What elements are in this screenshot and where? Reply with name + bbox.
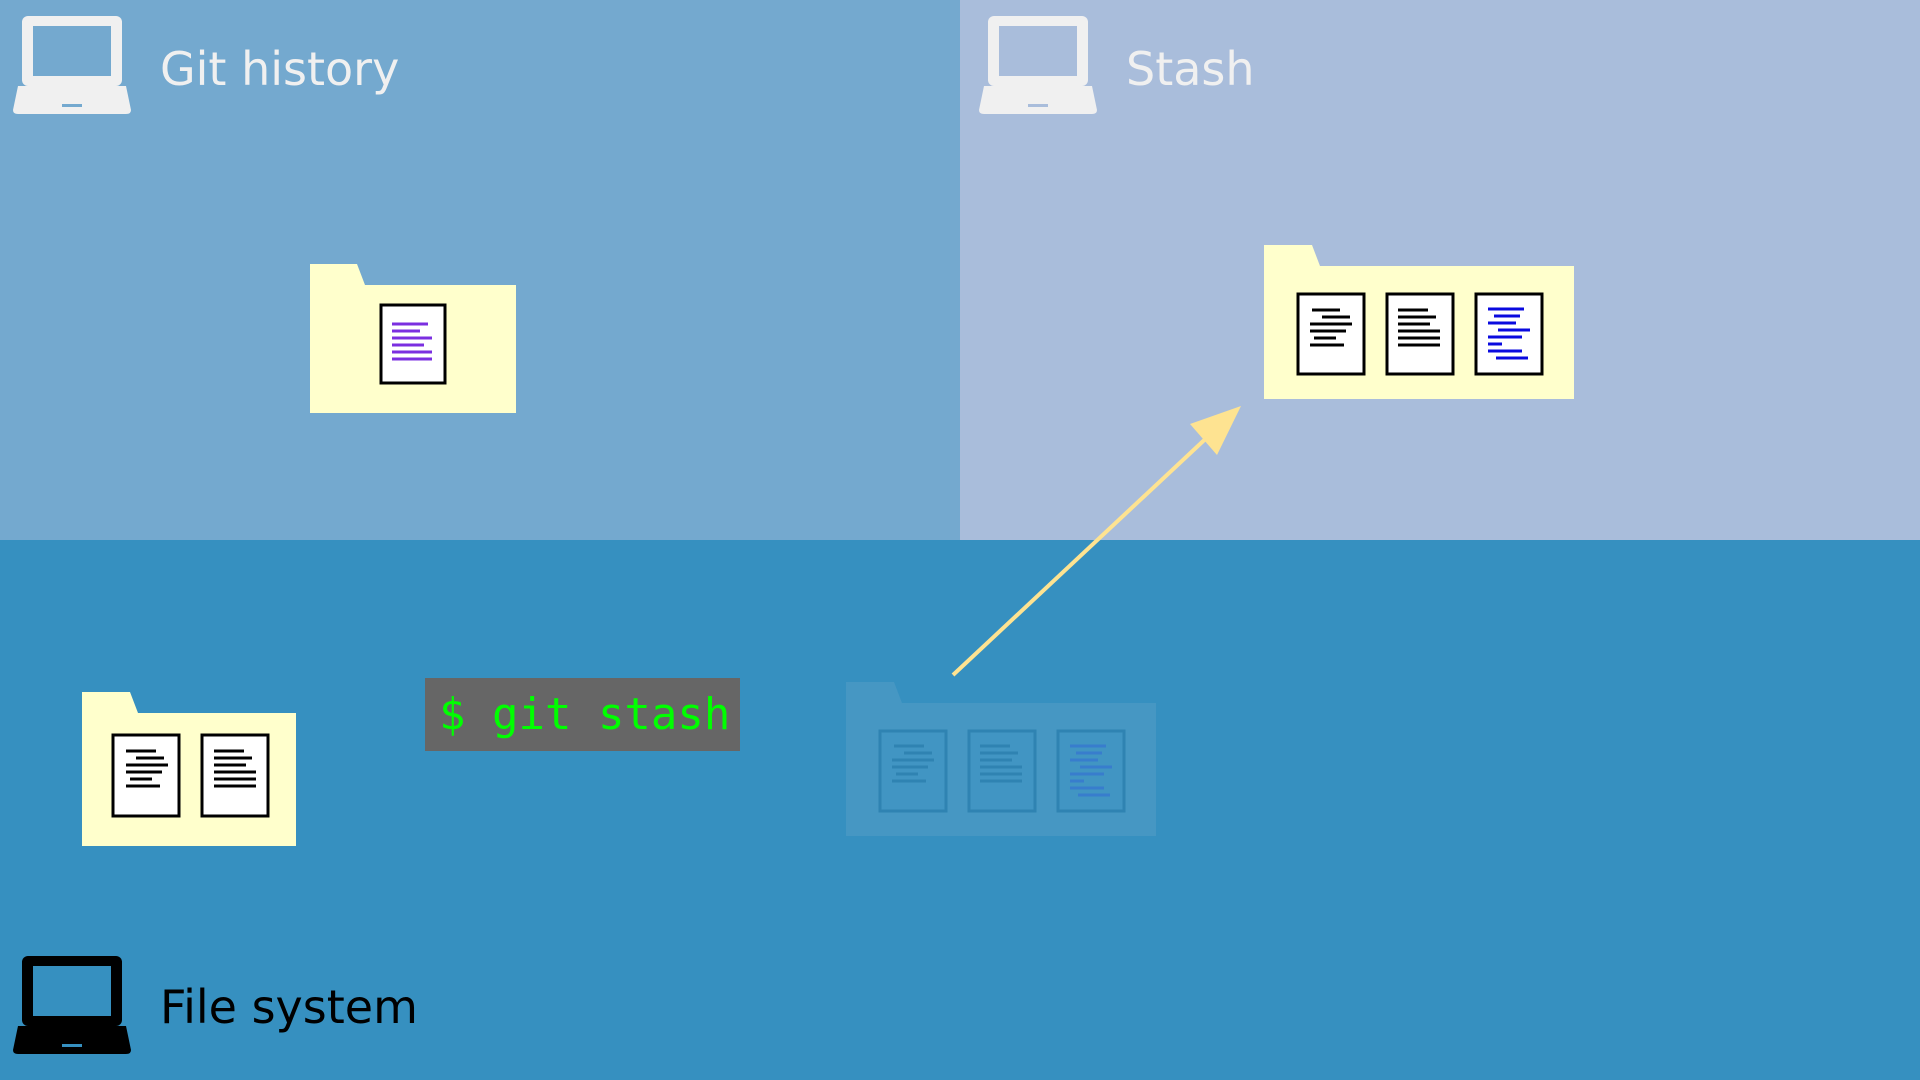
file-icon [111,733,181,818]
laptop-icon [979,16,1097,114]
stash-folder [1264,245,1574,399]
file-icon [200,733,270,818]
file-icon [1056,729,1126,813]
command-box: $ git stash [425,678,740,751]
git-history-panel [0,0,960,540]
command-text: $ git stash [439,689,731,740]
git-history-title: Git history [160,42,400,96]
file-system-title: File system [160,980,418,1034]
file-icon [379,303,447,385]
laptop-icon [13,16,131,114]
file-icon [967,729,1037,813]
laptop-icon [13,956,131,1054]
file-system-folder [82,692,296,846]
stash-title: Stash [1126,42,1255,96]
stash-arrow [951,406,1241,677]
file-icon [1474,292,1544,376]
file-icon [1385,292,1455,376]
file-icon [1296,292,1366,376]
git-history-folder [310,264,516,413]
file-icon [878,729,948,813]
file-system-panel [0,540,1920,1080]
faded-folder [846,682,1156,836]
